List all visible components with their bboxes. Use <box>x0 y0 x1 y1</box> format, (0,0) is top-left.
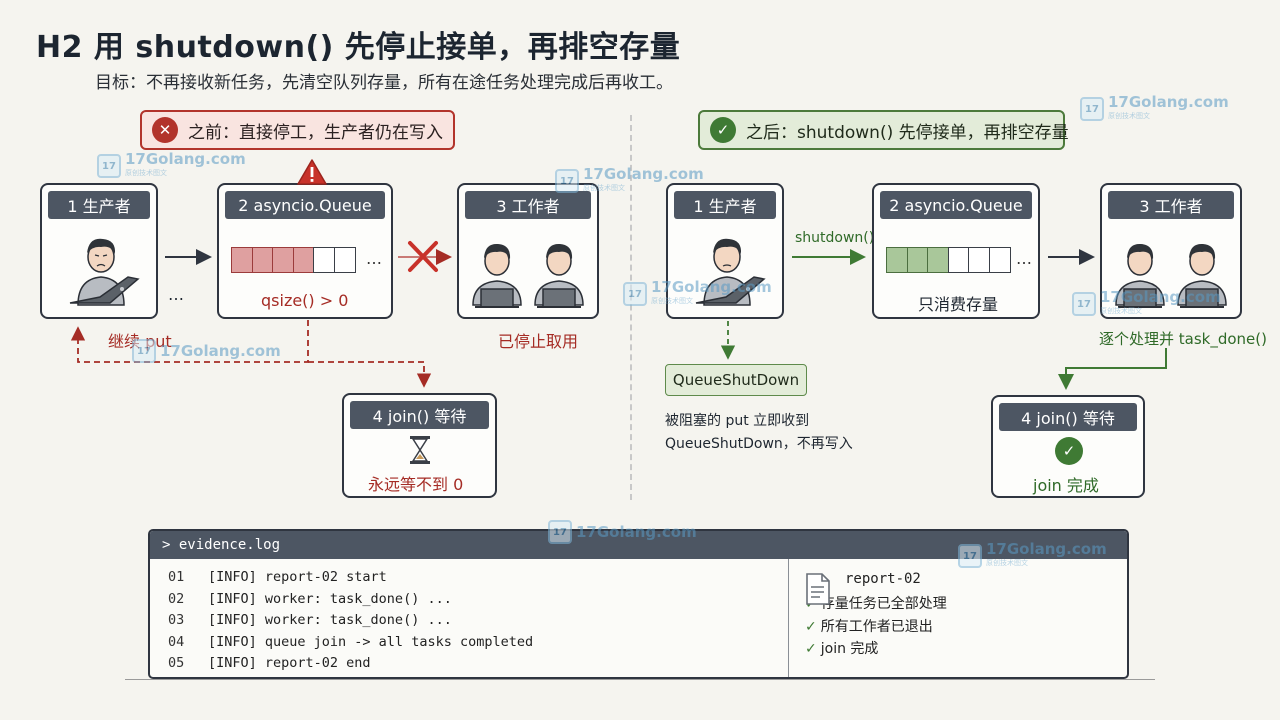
queue-shutdown-badge: QueueShutDown <box>665 364 807 396</box>
log-line: 04[INFO] queue join -> all tasks complet… <box>168 633 534 650</box>
after-producer-box: 1 生产者 <box>666 183 784 319</box>
after-join-label: join 完成 <box>1033 476 1099 495</box>
log-separator <box>788 559 789 677</box>
watermark-logo-icon: 17 <box>958 544 982 568</box>
report-item: ✓join 完成 <box>805 641 879 657</box>
after-queue-label: 只消费存量 <box>918 295 999 314</box>
check-circle-icon: ✓ <box>1055 437 1083 465</box>
before-join-title: 4 join() 等待 <box>350 401 489 429</box>
watermark-logo-icon: 17 <box>1072 292 1096 316</box>
check-icon: ✓ <box>805 618 817 635</box>
exception-note-line-2: QueueShutDown，不再写入 <box>665 436 853 452</box>
warning-triangle-icon <box>297 159 327 185</box>
log-line: 01[INFO] report-02 start <box>168 569 387 585</box>
after-banner: ✓ 之后：shutdown() 先停接单，再排空存量 <box>698 110 1069 150</box>
before-banner: ✕ 之前：直接停工，生产者仍在写入 <box>140 110 455 150</box>
watermark-logo-icon: 17 <box>1080 97 1104 121</box>
watermark-logo-icon: 17 <box>97 154 121 178</box>
before-workers-box: 3 工作者 <box>457 183 599 319</box>
before-queue-ellipsis: … <box>366 249 382 268</box>
log-line: 02[INFO] worker: task_done() ... <box>168 590 452 607</box>
before-producer-ellipsis: … <box>168 285 184 304</box>
page-title: H2 用 shutdown() 先停止接单，再排空存量 <box>36 30 681 65</box>
after-queue-ellipsis: … <box>1016 249 1032 268</box>
after-workers-label: 逐个处理并 task_done() <box>1099 330 1267 348</box>
after-queue-cells <box>886 247 1011 273</box>
report-title: report-02 <box>845 571 921 587</box>
log-lines: 01[INFO] report-02 start 02[INFO] worker… <box>168 569 533 677</box>
worried-producer-icon <box>69 238 140 306</box>
watermark-logo-icon: 17 <box>548 520 572 544</box>
watermark: 17 17Golang.com <box>132 339 281 363</box>
watermark-logo-icon: 17 <box>132 339 156 363</box>
after-workers-title: 3 工作者 <box>1108 191 1234 219</box>
watermark: 17 17Golang.com <box>548 520 697 544</box>
check-circle-icon: ✓ <box>710 117 736 143</box>
log-line: 05[INFO] report-02 end <box>168 655 371 671</box>
watermark-logo-icon: 17 <box>555 169 579 193</box>
x-circle-icon: ✕ <box>152 117 178 143</box>
after-join-box: 4 join() 等待 ✓ join 完成 <box>991 395 1145 498</box>
x-mark-icon <box>408 241 438 272</box>
after-workers-box: 3 工作者 <box>1100 183 1242 319</box>
before-join-label: 永远等不到 0 <box>368 475 464 494</box>
report-item: ✓所有工作者已退出 <box>805 618 933 635</box>
producer-icon <box>695 238 766 306</box>
check-icon: ✓ <box>805 641 817 657</box>
section-divider <box>630 115 632 500</box>
after-queue-box: 2 asyncio.Queue … 只消费存量 <box>872 183 1040 319</box>
queue-cell-empty <box>333 247 356 273</box>
floor-line <box>125 679 1155 680</box>
hourglass-icon <box>410 436 430 464</box>
log-line: 03[INFO] worker: task_done() ... <box>168 612 452 628</box>
evidence-log-panel: > evidence.log 01[INFO] report-02 start … <box>148 529 1129 679</box>
before-producer-box: 1 生产者 <box>40 183 158 319</box>
watermark-logo-icon: 17 <box>623 282 647 306</box>
before-producer-title: 1 生产者 <box>48 191 150 219</box>
shutdown-label: shutdown() <box>795 230 875 246</box>
busy-workers-icon <box>1115 243 1227 308</box>
before-queue-title: 2 asyncio.Queue <box>225 191 385 219</box>
after-queue-title: 2 asyncio.Queue <box>880 191 1032 219</box>
before-queue-box: 2 asyncio.Queue … qsize() > 0 <box>217 183 393 319</box>
before-workers-title: 3 工作者 <box>465 191 591 219</box>
before-queue-cells <box>231 247 356 273</box>
exception-note-line-1: 被阻塞的 put 立即收到 <box>665 413 810 429</box>
after-banner-label: 之后：shutdown() 先停接单，再排空存量 <box>746 122 1069 143</box>
after-join-title: 4 join() 等待 <box>999 403 1137 431</box>
before-queue-label: qsize() > 0 <box>261 291 349 310</box>
before-banner-label: 之前：直接停工，生产者仍在写入 <box>188 122 443 143</box>
after-producer-title: 1 生产者 <box>674 191 776 219</box>
page-subtitle: 目标：不再接收新任务，先清空队列存量，所有在途任务处理完成后再收工。 <box>95 73 673 93</box>
before-workers-label: 已停止取用 <box>498 332 579 351</box>
before-join-box: 4 join() 等待 永远等不到 0 <box>342 393 497 498</box>
queue-cell-empty <box>988 247 1011 273</box>
report-summary: report-02 ✓存量任务已全部处理 ✓所有工作者已退出 ✓join 完成 <box>805 571 947 661</box>
idle-workers-icon <box>472 243 584 308</box>
document-icon <box>806 573 830 605</box>
